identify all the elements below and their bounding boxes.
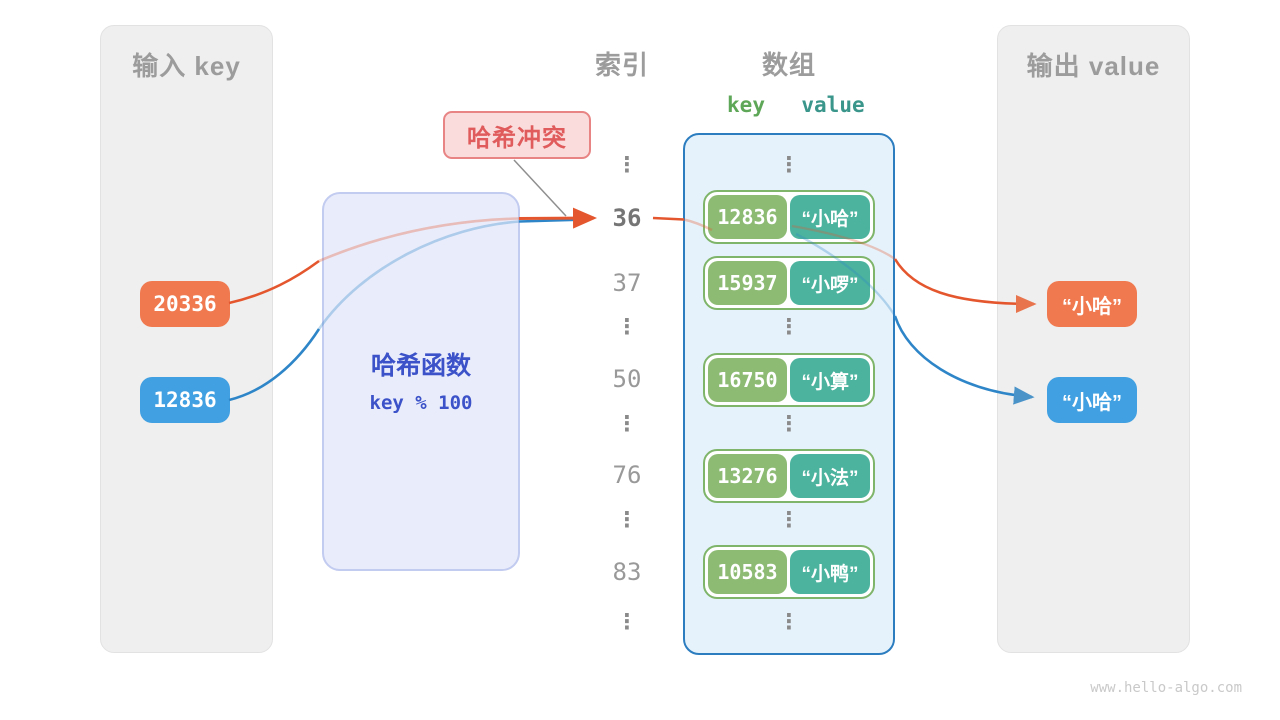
array-key-cell: 13276 [708, 454, 787, 498]
index-ellipsis: ⋮ [616, 315, 638, 339]
array-row: 12836 “小哈” [703, 190, 875, 244]
watermark: www.hello-algo.com [1090, 680, 1242, 696]
array-value-cell: “小算” [790, 358, 870, 402]
collision-pointer-line [513, 159, 567, 217]
index-83: 83 [612, 558, 642, 586]
hash-function-box: 哈希函数 key % 100 [322, 192, 520, 571]
arrow-hash-to-index36-blue [518, 218, 589, 223]
collision-label: 哈希冲突 [443, 111, 591, 159]
index-ellipsis: ⋮ [616, 508, 638, 532]
input-panel: 输入 key [100, 25, 273, 653]
array-value-cell: “小啰” [790, 261, 870, 305]
array-key-cell: 12836 [708, 195, 787, 239]
array-row: 13276 “小法” [703, 449, 875, 503]
output-panel-title: 输出 value [1026, 51, 1161, 81]
array-row: 10583 “小鸭” [703, 545, 875, 599]
input-key-12836: 12836 [140, 377, 230, 423]
value-header: value [801, 93, 865, 117]
arrow-index36-to-row [652, 216, 685, 221]
input-key-label: 20336 [153, 292, 217, 316]
array-ellipsis: ⋮ [778, 315, 800, 339]
input-panel-title: 输入 key [132, 51, 241, 81]
arrow-hash-to-index36 [518, 207, 597, 229]
input-key-20336: 20336 [140, 281, 230, 327]
input-key-label: 12836 [153, 388, 217, 412]
array-value-cell: “小法” [790, 454, 870, 498]
array-key-cell: 10583 [708, 550, 787, 594]
output-value-label: “小哈” [1062, 295, 1122, 318]
output-panel: 输出 value [997, 25, 1190, 653]
array-row: 15937 “小啰” [703, 256, 875, 310]
output-value-orange: “小哈” [1047, 281, 1137, 327]
array-value-cell: “小鸭” [790, 550, 870, 594]
array-column-header: 数组 [761, 50, 817, 80]
array-ellipsis: ⋮ [778, 412, 800, 436]
array-key-cell: 16750 [708, 358, 787, 402]
index-37: 37 [612, 269, 642, 297]
output-value-blue: “小哈” [1047, 377, 1137, 423]
hash-function-title: 哈希函数 [370, 352, 471, 380]
index-column-header: 索引 [594, 50, 650, 80]
index-76: 76 [612, 461, 642, 489]
index-ellipsis: ⋮ [616, 153, 638, 177]
index-50: 50 [612, 365, 642, 393]
key-header: key [727, 93, 765, 117]
array-value-cell: “小哈” [790, 195, 870, 239]
index-ellipsis: ⋮ [616, 610, 638, 634]
output-value-label: “小哈” [1062, 391, 1122, 414]
hash-function-formula: key % 100 [369, 392, 473, 414]
array-ellipsis: ⋮ [778, 610, 800, 634]
array-ellipsis: ⋮ [778, 508, 800, 532]
index-ellipsis: ⋮ [616, 412, 638, 436]
array-row: 16750 “小算” [703, 353, 875, 407]
array-ellipsis: ⋮ [778, 153, 800, 177]
array-key-cell: 15937 [708, 261, 787, 305]
index-36: 36 [612, 204, 642, 232]
